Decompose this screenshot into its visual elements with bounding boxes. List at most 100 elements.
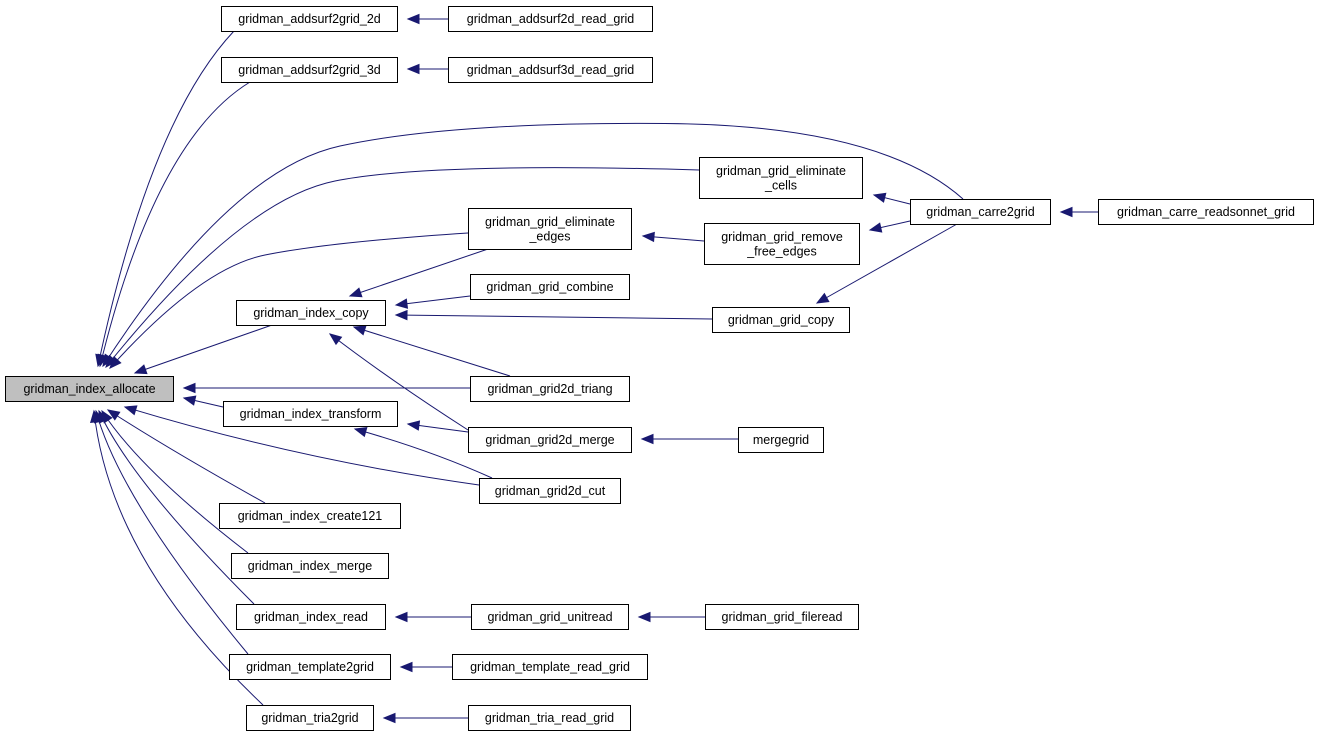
edge-grid_unitread-to-index_read [394, 611, 471, 623]
node-elim_edges[interactable]: gridman_grid_eliminate_edges [468, 208, 632, 250]
node-box [712, 307, 850, 333]
edge-line [354, 428, 493, 479]
edge-addsurf3d_read-to-addsurf2grid_3d [406, 63, 448, 75]
edge-line [353, 326, 511, 377]
node-label: _free_edges [746, 244, 817, 258]
node-grid_fileread[interactable]: gridman_grid_fileread [705, 604, 859, 630]
node-box [468, 705, 631, 731]
node-grid2d_triang[interactable]: gridman_grid2d_triang [470, 376, 630, 402]
node-addsurf2grid_2d[interactable]: gridman_addsurf2grid_2d [221, 6, 398, 32]
node-template_read[interactable]: gridman_template_read_grid [452, 654, 648, 680]
node-grid_copy[interactable]: gridman_grid_copy [712, 307, 850, 333]
edge-line [105, 167, 700, 368]
edge-arrowhead [123, 405, 138, 416]
edge-arrowhead [182, 395, 197, 406]
edge-arrowhead [637, 611, 651, 623]
node-box [448, 6, 653, 32]
edge-arrowhead [133, 364, 148, 375]
edge-arrowhead [640, 433, 654, 445]
edge-arrowhead [348, 287, 363, 298]
node-label: gridman_index_create121 [238, 509, 383, 523]
edge-index_transform-to-allocate [182, 395, 224, 408]
node-index_copy[interactable]: gridman_index_copy [236, 300, 386, 326]
edge-grid2d_triang-to-index_copy [352, 325, 511, 377]
edge-line [109, 232, 469, 369]
node-grid_combine[interactable]: gridman_grid_combine [470, 274, 630, 300]
nodes-layer: gridman_index_allocate gridman_addsurf2gr… [5, 6, 1314, 731]
node-label: gridman_grid_fileread [722, 610, 843, 624]
edge-grid2d_merge-to-index_copy [328, 333, 469, 431]
edge-carre2grid-to-grid_copy [815, 223, 958, 304]
node-box [468, 427, 632, 453]
edge-line [102, 122, 964, 367]
node-box [452, 654, 648, 680]
node-template2grid[interactable]: gridman_template2grid [229, 654, 391, 680]
edge-template2grid-to-allocate [93, 409, 249, 655]
node-create121[interactable]: gridman_index_create121 [219, 503, 401, 529]
edge-line [95, 410, 249, 655]
edge-arrowhead [641, 231, 655, 243]
edge-grid_copy-to-index_copy [394, 309, 713, 321]
edge-arrowhead [353, 427, 368, 438]
edge-arrowhead [1059, 206, 1073, 218]
node-label: gridman_grid2d_cut [495, 484, 606, 498]
node-grid2d_merge[interactable]: gridman_grid2d_merge [468, 427, 632, 453]
node-allocate[interactable]: gridman_index_allocate [5, 376, 174, 402]
node-addsurf2grid_3d[interactable]: gridman_addsurf2grid_3d [221, 57, 398, 83]
node-remove_free[interactable]: gridman_grid_remove_free_edges [704, 223, 860, 265]
node-tria_read[interactable]: gridman_tria_read_grid [468, 705, 631, 731]
node-mergegrid[interactable]: mergegrid [738, 427, 824, 453]
edge-arrowhead [406, 420, 421, 431]
edge-grid2d_triang-to-allocate [182, 382, 470, 394]
node-label: gridman_tria2grid [261, 711, 358, 725]
node-grid_unitread[interactable]: gridman_grid_unitread [471, 604, 629, 630]
node-grid2d_cut[interactable]: gridman_grid2d_cut [479, 478, 621, 504]
edge-line [329, 333, 469, 431]
node-box [479, 478, 621, 504]
node-index_merge[interactable]: gridman_index_merge [231, 553, 389, 579]
node-box [223, 401, 398, 427]
node-box [1098, 199, 1314, 225]
edge-arrowhead [394, 298, 409, 309]
node-label: gridman_index_merge [248, 559, 372, 573]
node-box [910, 199, 1051, 225]
node-box [231, 553, 389, 579]
edge-arrowhead [394, 611, 408, 623]
node-box [219, 503, 401, 529]
edge-arrowhead [394, 309, 408, 321]
node-label: gridman_grid_eliminate [485, 215, 615, 229]
node-carre_readsonnet[interactable]: gridman_carre_readsonnet_grid [1098, 199, 1314, 225]
edge-template_read-to-template2grid [399, 661, 452, 673]
node-elim_cells[interactable]: gridman_grid_eliminate_cells [699, 157, 863, 199]
edge-tria_read-to-tria2grid [382, 712, 468, 724]
node-label: mergegrid [753, 433, 809, 447]
node-box [738, 427, 824, 453]
edge-arrowhead [406, 63, 420, 75]
node-index_read[interactable]: gridman_index_read [236, 604, 386, 630]
edge-grid2d_cut-to-index_transform [353, 427, 493, 479]
edge-arrowhead [106, 409, 121, 421]
node-addsurf2d_read[interactable]: gridman_addsurf2d_read_grid [448, 6, 653, 32]
edge-line [97, 30, 235, 367]
edge-elim_edges-to-index_copy [348, 248, 489, 298]
edge-index_copy-to-allocate [133, 324, 273, 375]
node-index_transform[interactable]: gridman_index_transform [223, 401, 398, 427]
edge-line [395, 295, 471, 306]
edge-grid_combine-to-index_copy [394, 295, 471, 309]
edge-addsurf2d_read-to-addsurf2grid_2d [406, 13, 448, 25]
node-box [221, 57, 398, 83]
node-label: gridman_tria_read_grid [485, 711, 614, 725]
node-tria2grid[interactable]: gridman_tria2grid [246, 705, 374, 731]
edge-arrowhead [872, 192, 887, 203]
node-carre2grid[interactable]: gridman_carre2grid [910, 199, 1051, 225]
node-label: gridman_grid_copy [728, 313, 835, 327]
edge-grid2d_cut-to-allocate [123, 405, 480, 486]
node-box [470, 274, 630, 300]
edge-carre2grid-to-elim_cells [872, 192, 911, 205]
edge-grid_fileread-to-grid_unitread [637, 611, 705, 623]
edge-line [93, 410, 264, 706]
node-addsurf3d_read[interactable]: gridman_addsurf3d_read_grid [448, 57, 653, 83]
node-label: gridman_carre2grid [926, 205, 1034, 219]
node-label: _edges [528, 229, 570, 243]
